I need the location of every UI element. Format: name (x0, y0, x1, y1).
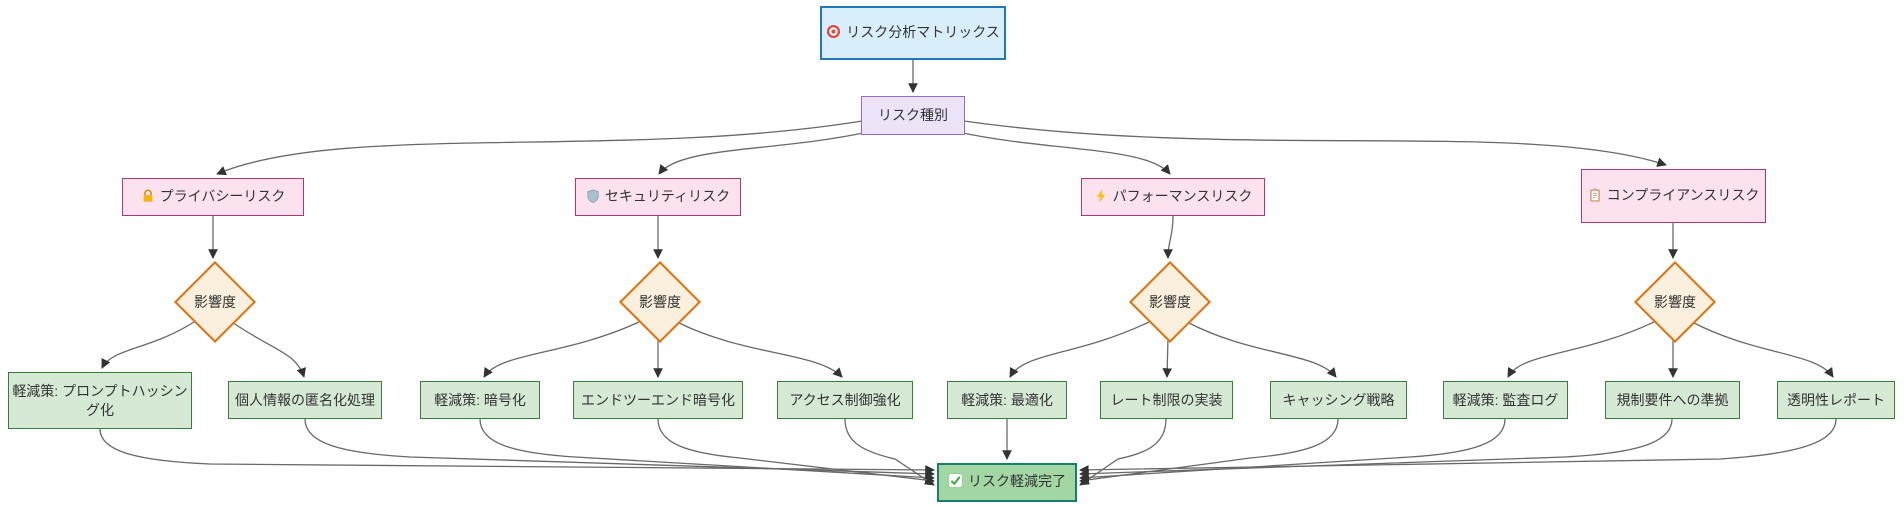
mitigation-node-access-control: アクセス制御強化 (777, 381, 913, 419)
target-icon (826, 24, 841, 44)
mitigation-label: エンドツーエンド暗号化 (581, 391, 735, 408)
check-icon (948, 473, 963, 493)
category-node-privacy: プライバシーリスク (122, 178, 304, 216)
mitigation-node-optimization: 軽減策: 最適化 (947, 381, 1067, 419)
end-node-risk-mitigation-complete: リスク軽減完了 (937, 463, 1077, 502)
category-node-compliance: コンプライアンスリスク (1581, 169, 1766, 223)
root-node-risk-analysis-matrix: リスク分析マトリックス (820, 6, 1006, 60)
mitigation-node-encryption: 軽減策: 暗号化 (420, 381, 540, 419)
mitigation-label: 透明性レポート (1787, 391, 1885, 408)
mitigation-label: レート制限の実装 (1110, 391, 1223, 408)
decision-label: 影響度 (1654, 294, 1696, 310)
mitigation-label: 軽減策: プロンプトハッシング化 (12, 382, 188, 418)
lock-icon (141, 189, 155, 208)
lightning-icon (1094, 188, 1108, 208)
category-label: プライバシーリスク (159, 187, 286, 204)
category-label: コンプライアンスリスク (1606, 186, 1760, 203)
decision-label: 影響度 (194, 294, 236, 310)
mitigation-node-anonymization: 個人情報の匿名化処理 (228, 381, 382, 419)
category-label: セキュリティリスク (604, 187, 731, 204)
decision-label: 影響度 (639, 294, 681, 310)
category-label: パフォーマンスリスク (1112, 187, 1253, 204)
end-node-label: リスク軽減完了 (968, 473, 1066, 490)
mitigation-node-regulatory: 規制要件への準拠 (1605, 381, 1740, 419)
mitigation-label: 軽減策: 暗号化 (434, 391, 526, 408)
clipboard-icon (1588, 187, 1602, 207)
mitigation-label: 軽減策: 最適化 (961, 391, 1053, 408)
mitigation-node-rate-limiting: レート制限の実装 (1100, 381, 1233, 419)
category-node-security: セキュリティリスク (575, 178, 741, 216)
mitigation-label: 規制要件への準拠 (1616, 391, 1729, 408)
shield-icon (586, 189, 600, 208)
mitigation-label: 軽減策: 監査ログ (1452, 391, 1559, 408)
mitigation-node-transparency: 透明性レポート (1777, 381, 1895, 419)
decision-label: 影響度 (1149, 294, 1191, 310)
mitigation-node-caching: キャッシング戦略 (1270, 381, 1407, 419)
mitigation-node-audit-log: 軽減策: 監査ログ (1443, 381, 1568, 419)
mitigation-label: キャッシング戦略 (1282, 391, 1395, 408)
category-node-performance: パフォーマンスリスク (1081, 178, 1265, 216)
mitigation-node-prompt-hashing: 軽減策: プロンプトハッシング化 (8, 372, 192, 429)
risk-type-label: リスク種別 (878, 107, 948, 124)
mitigation-node-e2e-encryption: エンドツーエンド暗号化 (573, 381, 743, 419)
mitigation-label: アクセス制御強化 (789, 391, 901, 408)
mitigation-label: 個人情報の匿名化処理 (235, 391, 375, 408)
risk-type-node: リスク種別 (861, 96, 965, 135)
root-node-label: リスク分析マトリックス (846, 23, 1000, 40)
